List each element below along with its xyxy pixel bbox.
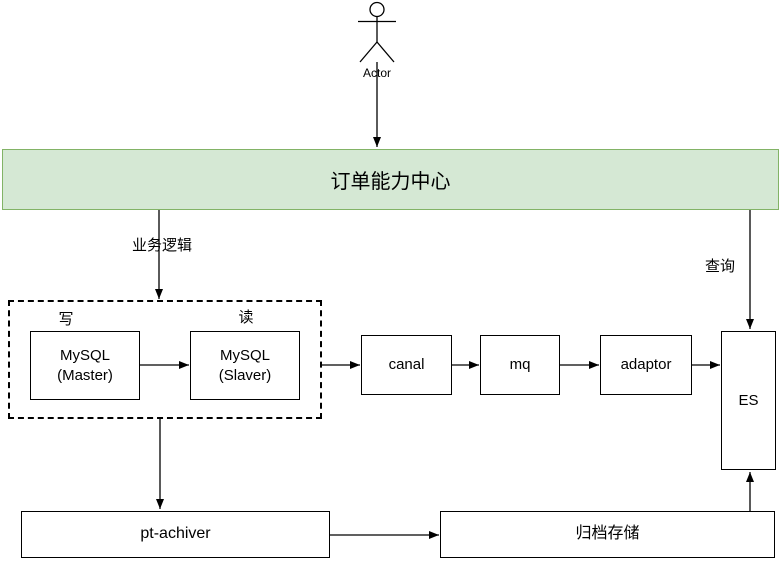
- banner-label: 订单能力中心: [330, 171, 451, 193]
- group-read-label: 读: [238, 309, 254, 326]
- actor-figure-icon: [358, 1, 396, 63]
- node-pt-achiver: pt-achiver: [21, 511, 330, 558]
- canal-label: canal: [388, 356, 425, 374]
- archive-storage-label: 归档存储: [575, 525, 640, 543]
- node-mysql-master: MySQL (Master): [30, 331, 140, 400]
- node-canal: canal: [361, 335, 452, 395]
- node-archive-storage: 归档存储: [440, 511, 775, 558]
- mq-label: mq: [509, 356, 531, 374]
- mysql-slaver-line2: (Slaver): [218, 366, 272, 384]
- mysql-master-line1: MySQL: [59, 347, 110, 364]
- order-capability-center-banner: 订单能力中心: [2, 149, 779, 210]
- node-adaptor: adaptor: [600, 335, 692, 395]
- adaptor-label: adaptor: [620, 356, 672, 374]
- edge-business-logic-label: 业务逻辑: [131, 237, 192, 254]
- es-label: ES: [738, 391, 759, 409]
- mysql-master-line2: (Master): [57, 366, 113, 384]
- edge-query-label: 查询: [704, 258, 735, 275]
- actor-label: Actor: [362, 66, 391, 80]
- node-mysql-slaver: MySQL (Slaver): [190, 331, 300, 400]
- pt-achiver-label: pt-achiver: [140, 525, 211, 543]
- mysql-slaver-line1: MySQL: [219, 347, 270, 364]
- group-write-label: 写: [58, 311, 74, 328]
- mysql-replication-group: [8, 300, 322, 419]
- node-mq: mq: [480, 335, 560, 395]
- node-es: ES: [721, 331, 776, 470]
